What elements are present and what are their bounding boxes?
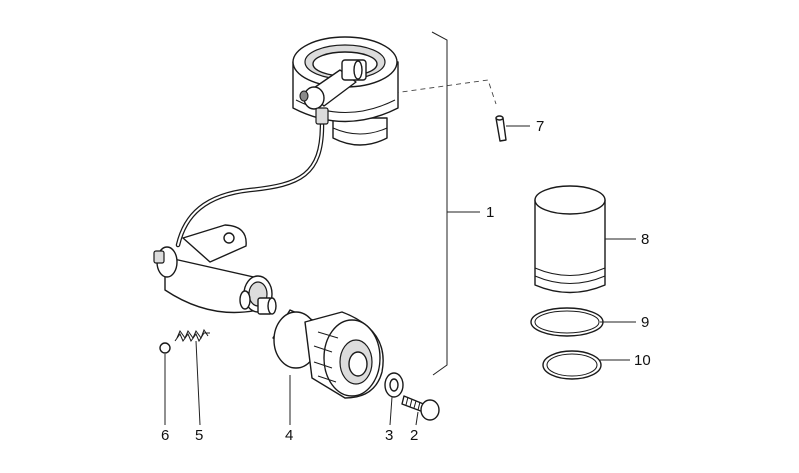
callout-9: 9 — [641, 314, 649, 331]
part-4-filter-cap — [272, 309, 384, 399]
sensor-head — [299, 59, 367, 125]
callout-6: 6 — [161, 427, 169, 444]
part-6-ball — [159, 342, 171, 354]
callout-5: 5 — [195, 427, 203, 444]
pressure-switch — [153, 224, 277, 315]
part-8-filter-cartridge — [534, 185, 606, 294]
callout-7: 7 — [536, 118, 544, 135]
part-3-washer — [384, 372, 404, 398]
callout-10: 10 — [634, 352, 651, 369]
part-9-o-ring — [530, 307, 604, 337]
callout-1: 1 — [486, 204, 494, 221]
part-10-o-ring — [542, 350, 602, 380]
part-1-bracket — [431, 31, 448, 376]
callout-4: 4 — [285, 427, 293, 444]
leader-lines — [164, 125, 636, 426]
callout-2: 2 — [410, 427, 418, 444]
pin-trajectory-dashed-line — [357, 79, 497, 105]
callout-8: 8 — [641, 231, 649, 248]
part-5-spring — [174, 328, 210, 343]
callout-3: 3 — [385, 427, 393, 444]
part-7-pin — [495, 115, 507, 142]
sensor-cable — [175, 122, 325, 248]
part-2-screw — [401, 395, 440, 421]
